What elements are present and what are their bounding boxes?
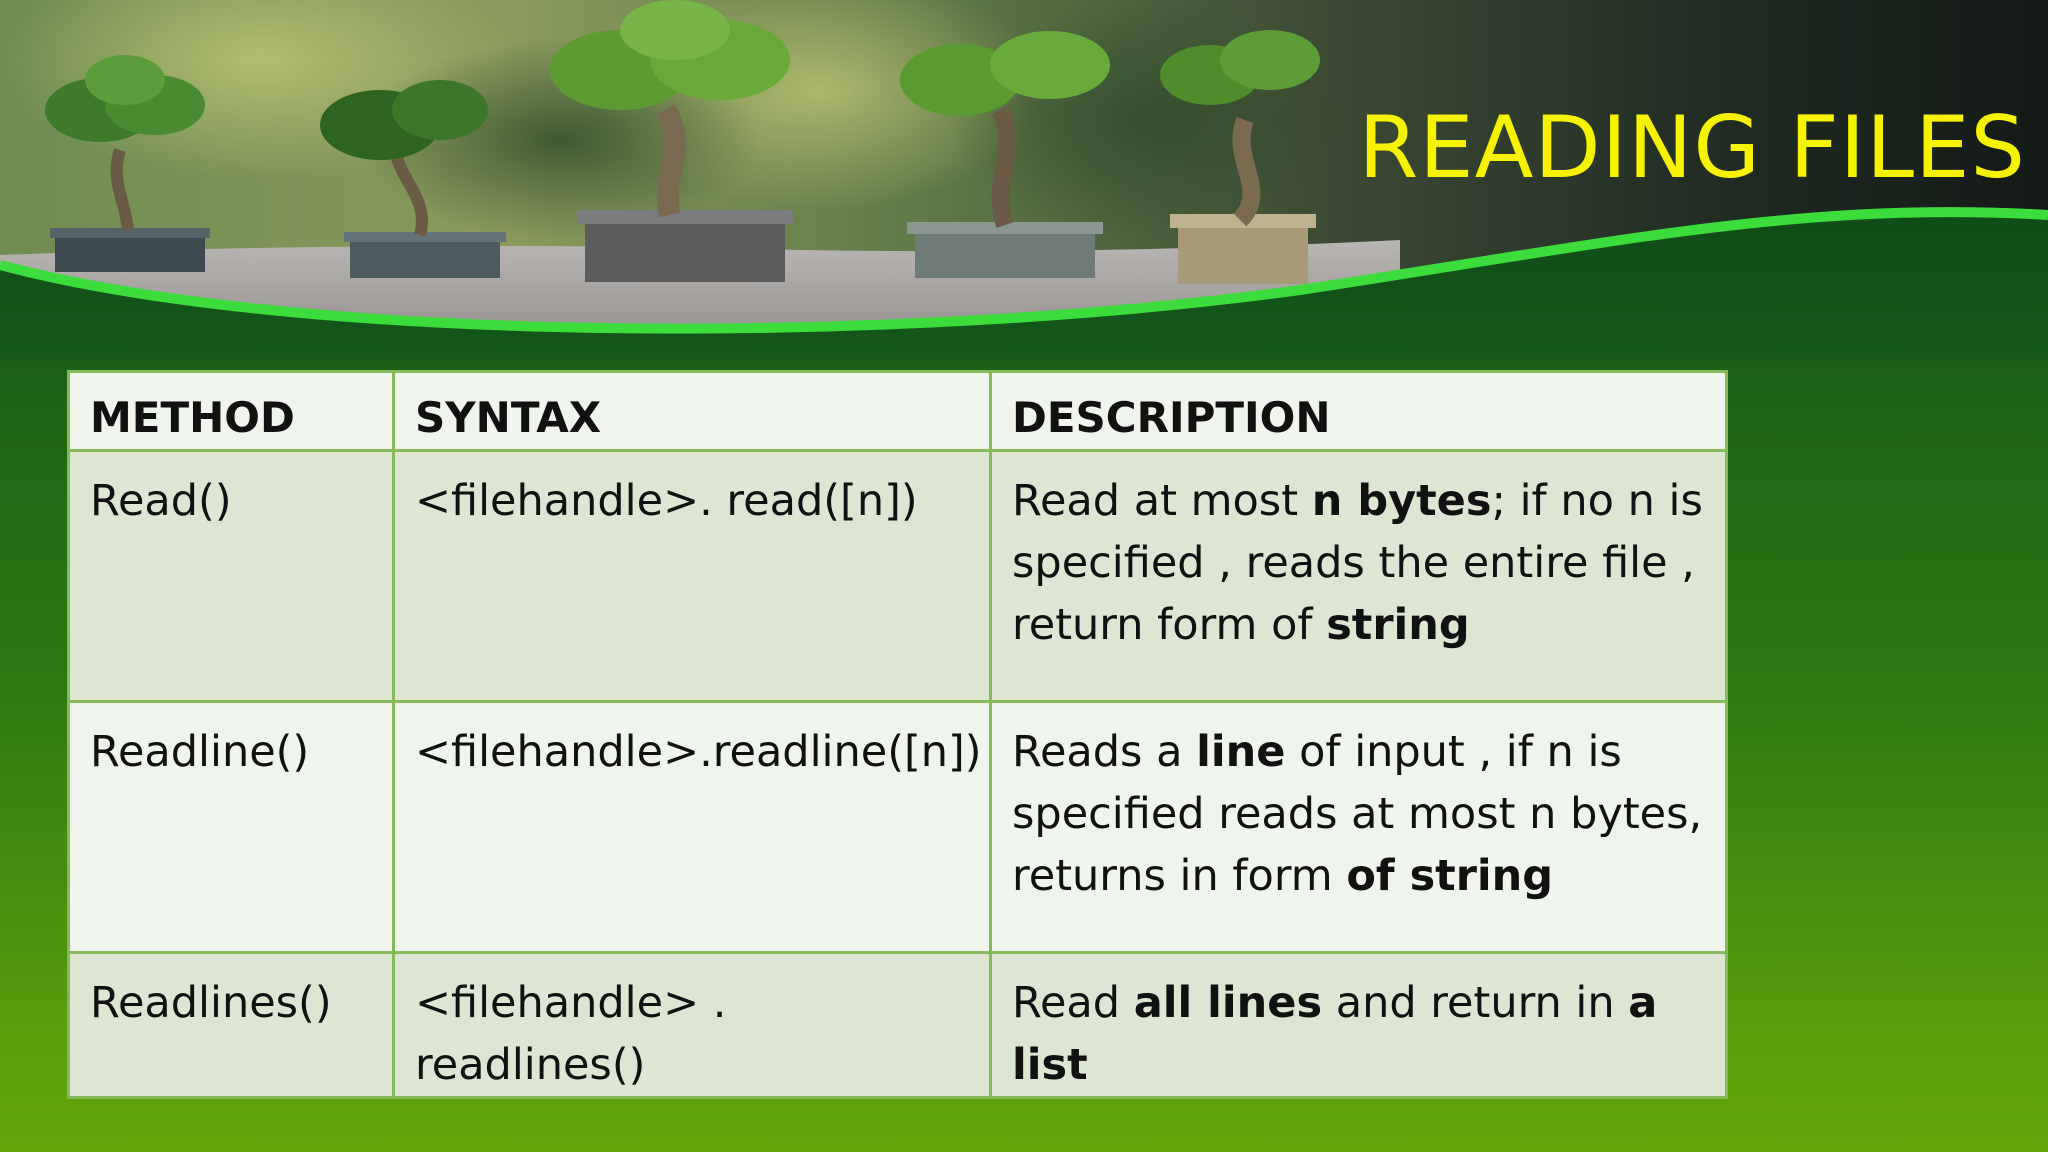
bonsai-tree-1 <box>45 55 210 272</box>
cell-method: Readline() <box>67 700 395 954</box>
table-row: Read() <filehandle>. read([n]) Read at m… <box>67 449 1728 703</box>
cell-description: Reads a line of input , if n is specifie… <box>989 700 1728 954</box>
description-text: of input , if n is specified reads at mo… <box>1012 727 1703 901</box>
bonsai-header-image <box>0 0 2048 360</box>
cell-description: Read all lines and return in a list <box>989 951 1728 1099</box>
slide-title: READING FILES <box>1358 98 2026 198</box>
table-row: Readlines() <filehandle> . readlines() R… <box>67 951 1728 1099</box>
cell-syntax: <filehandle> . readlines() <box>392 951 992 1099</box>
cell-method: Read() <box>67 449 395 703</box>
bonsai-tree-2 <box>320 80 506 278</box>
description-emphasis: a list <box>1012 978 1658 1090</box>
header-description: DESCRIPTION <box>989 370 1728 452</box>
reading-methods-table: METHOD SYNTAX DESCRIPTION Read() <fileha… <box>67 370 1728 1099</box>
description-emphasis: string <box>1326 600 1470 650</box>
description-emphasis: line <box>1196 727 1286 777</box>
description-text: Reads a <box>1012 727 1197 777</box>
bonsai-tree-5 <box>1160 30 1320 284</box>
table-row: Readline() <filehandle>.readline([n]) Re… <box>67 700 1728 954</box>
description-emphasis: of string <box>1346 851 1554 901</box>
cell-syntax: <filehandle>. read([n]) <box>392 449 992 703</box>
description-emphasis: all lines <box>1133 978 1323 1028</box>
bonsai-tree-4 <box>900 31 1110 278</box>
cell-syntax: <filehandle>.readline([n]) <box>392 700 992 954</box>
bonsai-tree-3 <box>550 0 793 282</box>
header-method: METHOD <box>67 370 395 452</box>
description-text: Read at most <box>1012 476 1312 526</box>
description-text: and return in <box>1322 978 1629 1028</box>
methods-table-wrapper: METHOD SYNTAX DESCRIPTION Read() <fileha… <box>67 370 1728 1099</box>
cell-description: Read at most n bytes; if no n is specifi… <box>989 449 1728 703</box>
header-syntax: SYNTAX <box>392 370 992 452</box>
accent-curve <box>0 207 2048 334</box>
description-emphasis: n bytes <box>1311 476 1492 526</box>
description-text: ; if no n is specified , reads the entir… <box>1012 476 1703 650</box>
cell-method: Readlines() <box>67 951 395 1099</box>
table-header-row: METHOD SYNTAX DESCRIPTION <box>67 370 1728 452</box>
description-text: Read <box>1012 978 1134 1028</box>
